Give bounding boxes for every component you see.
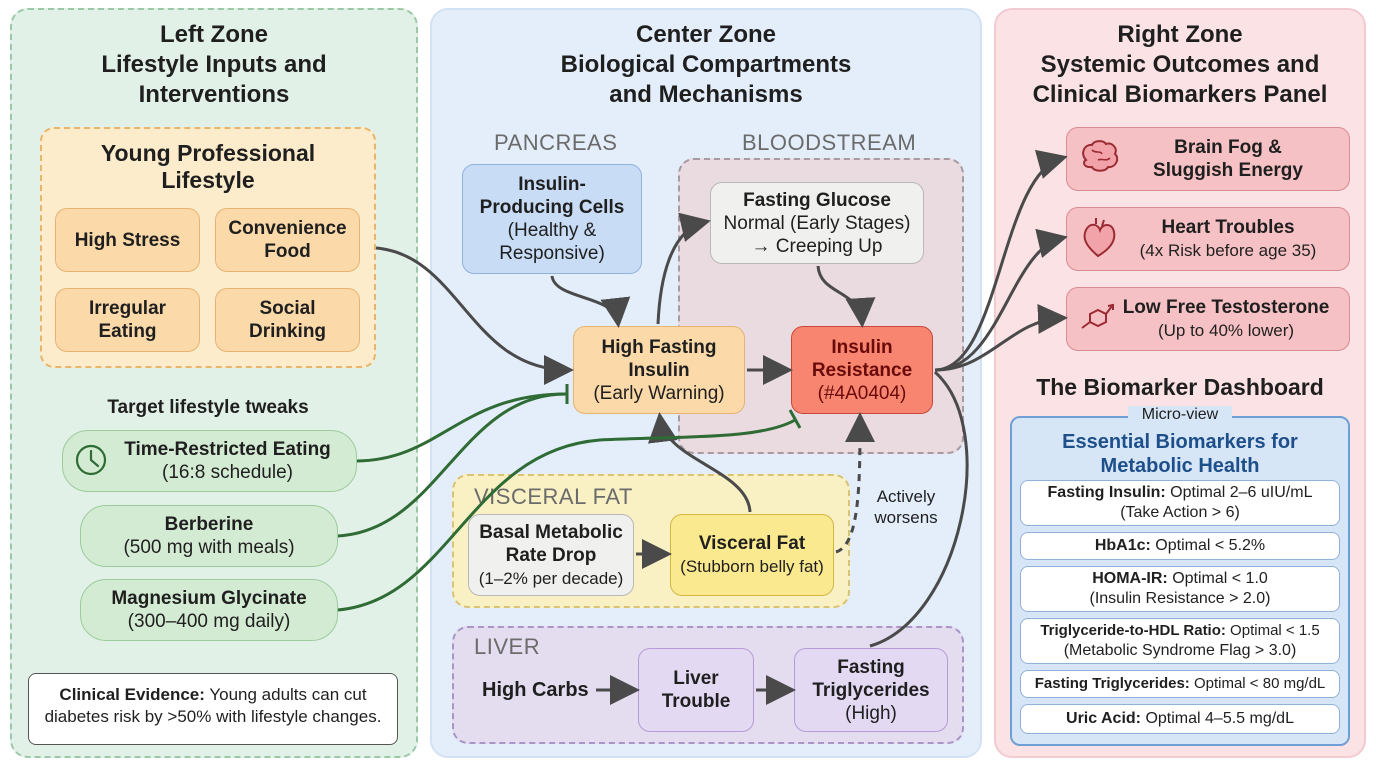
clinical-evidence-label: Clinical Evidence: <box>59 685 205 704</box>
insulin-producing-cells: Insulin- Producing Cells (Healthy & Resp… <box>462 164 642 274</box>
left-zone-title: Left Zone Lifestyle Inputs and Intervent… <box>101 21 327 108</box>
lifestyle-item-irregular-eating: Irregular Eating <box>55 288 200 352</box>
tweaks-title: Target lifestyle tweaks <box>107 397 309 418</box>
biomarker-row-fasting-triglycerides: Fasting Triglycerides: Optimal < 80 mg/d… <box>1020 670 1340 698</box>
high-fasting-insulin: High Fasting Insulin (Early Warning) <box>573 326 745 414</box>
visceral-fat: Visceral Fat (Stubborn belly fat) <box>670 514 834 596</box>
outcome-low-testosterone: Low Free Testosterone (Up to 40% lower) <box>1066 287 1350 351</box>
biomarker-row-hba1c: HbA1c: Optimal < 5.2% <box>1020 532 1340 560</box>
biomarker-row-homa-ir: HOMA-IR: Optimal < 1.0 (Insulin Resistan… <box>1020 566 1340 612</box>
actively-worsens-note: Actively worsens <box>874 487 938 527</box>
biomarker-row-fasting-insulin: Fasting Insulin: Optimal 2–6 uIU/mL (Tak… <box>1020 480 1340 526</box>
lifestyle-item-convenience-food: Convenience Food <box>215 208 360 272</box>
biomarker-row-uric-acid: Uric Acid: Optimal 4–5.5 mg/dL <box>1020 704 1340 734</box>
left-zone <box>10 8 418 758</box>
bloodstream-label: BLOODSTREAM <box>742 130 917 155</box>
pancreas-label: PANCREAS <box>494 130 618 155</box>
basal-metabolic-rate-drop: Basal Metabolic Rate Drop (1–2% per deca… <box>468 514 634 596</box>
tweak-berberine: Berberine (500 mg with meals) <box>80 505 338 567</box>
lifestyle-panel-title: Young Professional Lifestyle <box>100 140 316 193</box>
center-zone-title: Center Zone Biological Compartments and … <box>560 21 852 108</box>
liver-label: LIVER <box>474 634 541 659</box>
clinical-evidence-text: Young adults can cut diabetes risk by >5… <box>44 685 382 726</box>
right-zone-title: Right Zone Systemic Outcomes and Clinica… <box>1032 21 1328 108</box>
dashboard-subtitle: Essential Biomarkers for Metabolic Healt… <box>1062 431 1298 477</box>
fasting-triglycerides: Fasting Triglycerides (High) <box>794 648 948 732</box>
visceral-fat-label: VISCERAL FAT <box>474 484 633 509</box>
tweak-time-restricted-eating: Time-Restricted Eating (16:8 schedule) <box>62 430 357 492</box>
tweak-magnesium-glycinate: Magnesium Glycinate (300–400 mg daily) <box>80 579 338 641</box>
fasting-glucose: Fasting Glucose Normal (Early Stages) → … <box>710 182 924 264</box>
lifestyle-item-high-stress: High Stress <box>55 208 200 272</box>
lifestyle-item-social-drinking: Social Drinking <box>215 288 360 352</box>
liver-trouble: Liver Trouble <box>638 648 754 732</box>
clinical-evidence-box: Clinical Evidence: Young adults can cut … <box>28 673 398 745</box>
insulin-resistance: Insulin Resistance (#4A0404) <box>791 326 933 414</box>
outcome-brain-fog: Brain Fog & Sluggish Energy <box>1066 127 1350 191</box>
micro-view-label: Micro-view <box>1128 406 1232 424</box>
outcome-heart-troubles: Heart Troubles (4x Risk before age 35) <box>1066 207 1350 271</box>
high-carbs: High Carbs <box>482 679 589 701</box>
dashboard-title: The Biomarker Dashboard <box>1036 374 1324 400</box>
biomarker-row-trig-hdl-ratio: Triglyceride-to-HDL Ratio: Optimal < 1.5… <box>1020 618 1340 664</box>
